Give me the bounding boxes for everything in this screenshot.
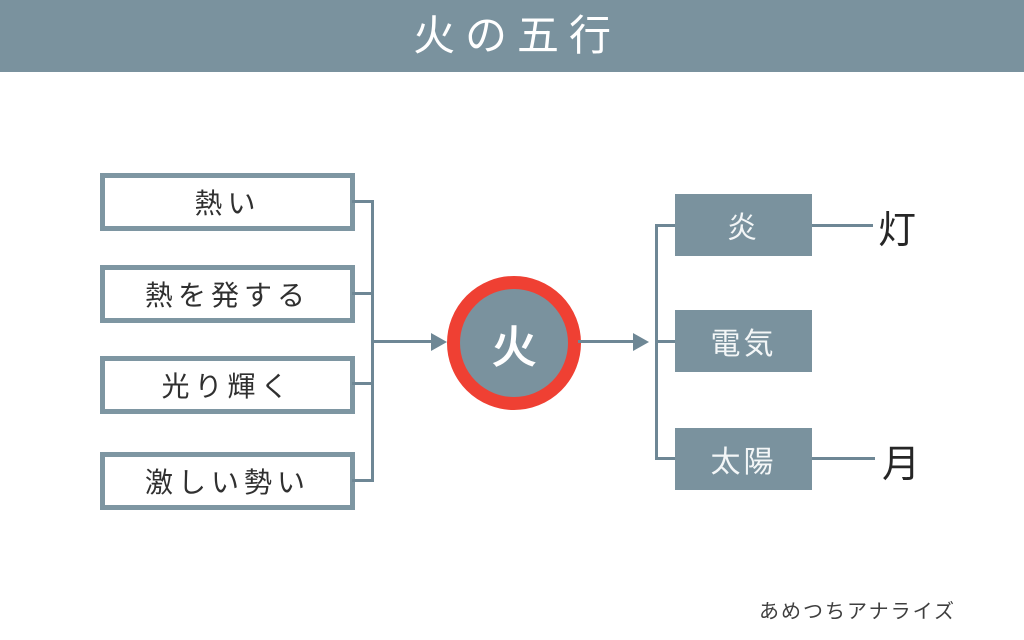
- connector-left-stub-3: [352, 382, 374, 385]
- attribute-label: 光り輝く: [161, 371, 294, 402]
- linked-label-moon: 月: [882, 432, 920, 488]
- attribute-label: 熱い: [194, 188, 261, 219]
- attribute-box-intense-force: 激しい勢い: [100, 452, 355, 510]
- center-node-label: 火: [492, 323, 536, 372]
- footer-credit: あめつちアナライズ: [759, 601, 956, 623]
- category-label: 電気: [710, 328, 777, 361]
- category-box-sun: 太陽: [675, 428, 812, 490]
- connector-left-arrow-shaft: [373, 340, 432, 343]
- attribute-box-hot: 熱い: [100, 173, 355, 231]
- attribute-label: 激しい勢い: [144, 467, 310, 498]
- connector-right-stub-2: [655, 340, 677, 343]
- attribute-box-shining: 光り輝く: [100, 356, 355, 414]
- linked-label-text: 月: [882, 443, 921, 486]
- connector-left-bracket: [371, 200, 374, 482]
- connector-right-stub-1: [655, 224, 677, 227]
- category-label: 太陽: [710, 446, 777, 479]
- connector-flame-to-lamp: [812, 224, 873, 227]
- category-label: 炎: [727, 212, 760, 245]
- linked-label-lamp: 灯: [878, 198, 916, 254]
- arrow-right-icon: [431, 333, 447, 351]
- connector-left-stub-1: [352, 200, 374, 203]
- arrow-right-icon: [633, 333, 649, 351]
- center-node-fire: 火: [447, 276, 581, 410]
- connector-right-arrow-shaft: [578, 340, 634, 343]
- connector-sun-to-moon: [812, 457, 875, 460]
- linked-label-text: 灯: [878, 209, 917, 252]
- attribute-label: 熱を発する: [144, 280, 310, 311]
- title-bar: 火の五行: [0, 0, 1024, 72]
- connector-left-stub-4: [352, 479, 374, 482]
- connector-left-stub-2: [352, 292, 374, 295]
- attribute-box-emits-heat: 熱を発する: [100, 265, 355, 323]
- category-box-electricity: 電気: [675, 310, 812, 372]
- connector-right-stub-3: [655, 457, 677, 460]
- category-box-flame: 炎: [675, 194, 812, 256]
- page-title: 火の五行: [412, 12, 621, 59]
